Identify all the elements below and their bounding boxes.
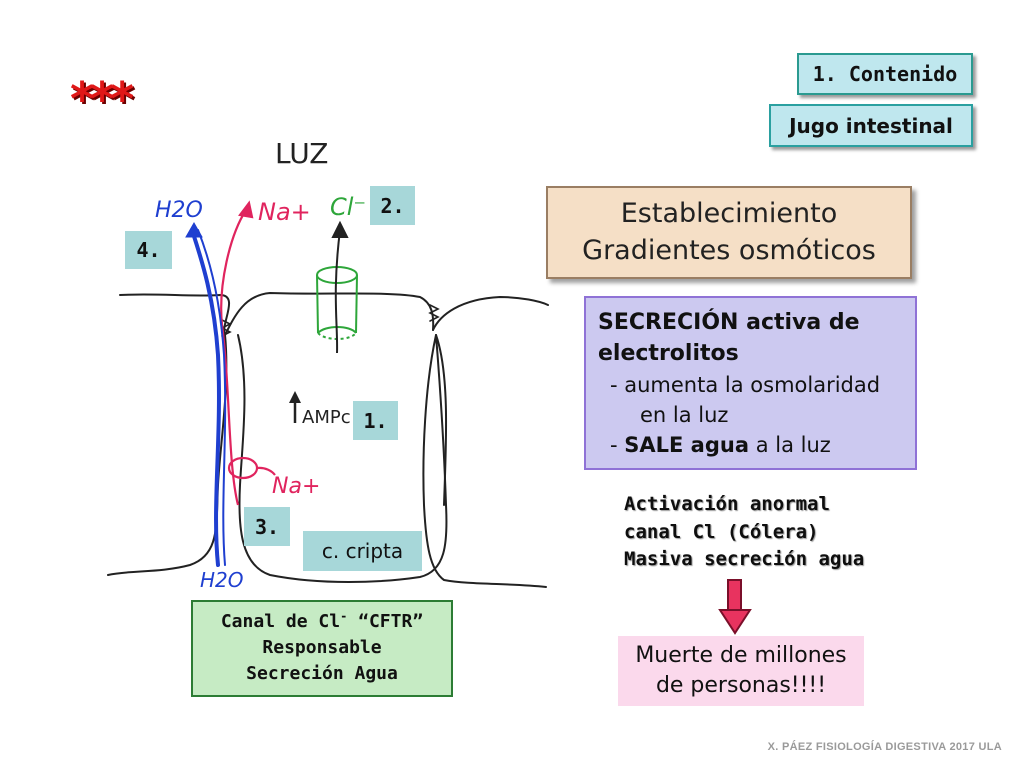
- anomalous-line-1: Activación anormal: [624, 493, 830, 515]
- cftr-line-3: Secreción Agua: [246, 663, 398, 685]
- cftr-line-1b: “CFTR”: [347, 611, 424, 632]
- section-tag-jugo-intestinal[interactable]: Jugo intestinal: [769, 104, 973, 147]
- title-line-1: Establecimiento: [620, 198, 838, 230]
- na-bottom-label: Na+: [272, 474, 320, 499]
- secretion-item-2-bold: SALE agua: [624, 433, 750, 458]
- anomalous-line-2: canal Cl (Cólera): [624, 520, 819, 543]
- na-top-label: Na+: [258, 198, 311, 226]
- step-label-1: 1.: [353, 401, 398, 440]
- anomalous-activation-text: Activación anormal canal Cl (Cólera) Mas…: [624, 491, 864, 574]
- secretion-item-2: - SALE agua a la luz: [598, 430, 905, 460]
- importance-stars: ***: [70, 72, 134, 126]
- crypt-cell-label: c. cripta: [303, 531, 422, 571]
- step-label-3: 3.: [244, 507, 290, 546]
- water-path: [185, 221, 227, 567]
- h2o-bottom-label: H2O: [200, 568, 244, 592]
- footer-credit: X. PÁEZ FISIOLOGÍA DIGESTIVA 2017 ULA: [767, 741, 1002, 753]
- cftr-line-1-sup: -: [340, 609, 348, 623]
- cl-channel-icon: [316, 220, 358, 354]
- title-line-2: Gradientes osmóticos: [582, 234, 876, 266]
- cftr-line-1: Canal de Cl- “CFTR”: [193, 608, 451, 635]
- secretion-heading-2: electrolitos: [598, 340, 739, 366]
- luz-label: LUZ: [275, 137, 328, 170]
- ampc-label: AMPc: [302, 407, 351, 428]
- crypt-diagram: LUZ Cl⁻ Na+ Na+ H2O H2O: [107, 137, 549, 592]
- title-box: Establecimiento Gradientes osmóticos: [546, 186, 912, 279]
- death-line-1: Muerte de millones: [635, 643, 847, 669]
- h2o-top-label: H2O: [155, 198, 203, 223]
- cftr-line-1a: Canal de Cl: [220, 611, 341, 632]
- secretion-item-1a: - aumenta la osmolaridad: [610, 372, 881, 397]
- secretion-item-2-rest: a la luz: [749, 433, 831, 458]
- step-label-2: 2.: [370, 186, 415, 225]
- secretion-item-2-dash: -: [610, 433, 625, 458]
- secretion-heading-1: SECRECIÓN activa de: [598, 310, 860, 335]
- section-tag-contenido[interactable]: 1. Contenido: [797, 53, 973, 95]
- death-box: Muerte de millones de personas!!!!: [618, 636, 864, 706]
- sodium-path: [220, 200, 276, 506]
- anomalous-line-3: Masiva secreción agua: [624, 548, 865, 571]
- cftr-box: Canal de Cl- “CFTR” Responsable Secreció…: [191, 600, 453, 697]
- down-arrow-icon: [718, 579, 752, 635]
- secretion-box: SECRECIÓN activa de electrolitos - aumen…: [584, 296, 917, 470]
- cftr-line-2: Responsable: [262, 637, 382, 659]
- cl-label: Cl⁻: [330, 193, 366, 221]
- death-line-2: de personas!!!!: [655, 673, 827, 698]
- step-label-4: 4.: [125, 231, 172, 269]
- secretion-item-1b: en la luz: [640, 403, 729, 428]
- ampc-arrow-icon: [289, 391, 301, 423]
